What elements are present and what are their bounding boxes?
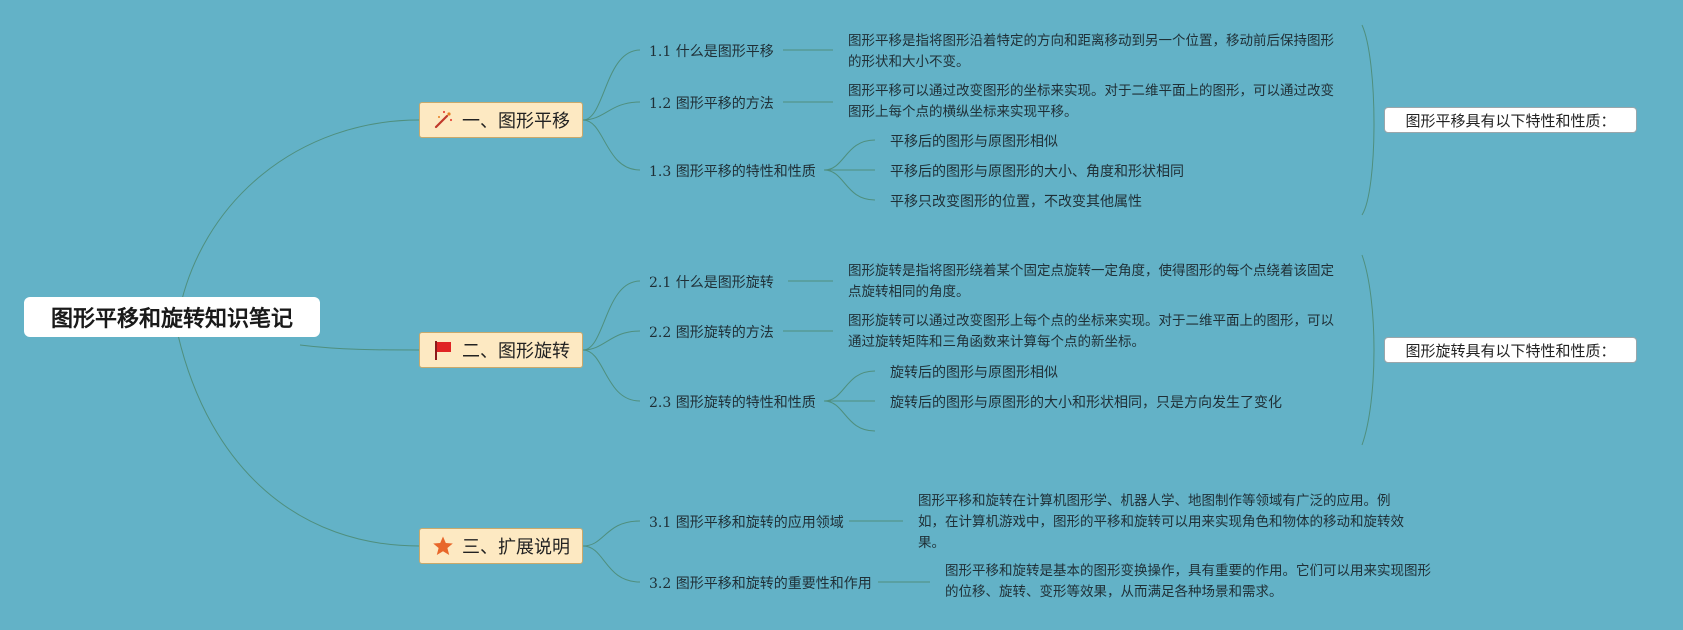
subtopic-2-3[interactable]: 2.3 图形旋转的特性和性质 <box>649 395 816 411</box>
subtopic-2-1-description: 图形旋转是指将图形绕着某个固定点旋转一定角度，使得图形的每个点绕着该固定点旋转相… <box>848 263 1334 300</box>
subtopic-1-3[interactable]: 1.3 图形平移的特性和性质 <box>649 164 816 180</box>
leaf-item[interactable]: 平移后的图形与原图形相似 <box>890 134 1058 150</box>
summary-rotation[interactable]: 图形旋转具有以下特性和性质： <box>1384 337 1637 363</box>
subtopic-1-2-description: 图形平移可以通过改变图形的坐标来实现。对于二维平面上的图形，可以通过改变图形上每… <box>848 83 1334 120</box>
subtopic-3-2[interactable]: 3.2 图形平移和旋转的重要性和作用 <box>649 576 872 592</box>
connector-branch3-sub2 <box>582 545 641 583</box>
branch-label: 二、图形旋转 <box>462 341 570 362</box>
branch-label: 一、图形平移 <box>462 111 570 132</box>
summary-brace-1 <box>1361 24 1375 216</box>
summary-brace-2 <box>1361 254 1375 446</box>
leaf-item[interactable]: 平移只改变图形的位置，不改变其他属性 <box>890 194 1142 210</box>
summary-translation[interactable]: 图形平移具有以下特性和性质： <box>1384 107 1637 133</box>
connector-branch2-sub3 <box>582 349 641 402</box>
connector-branch1-sub1 <box>582 49 641 121</box>
connector-branch1-sub2 <box>582 101 641 121</box>
subtopic-1-2[interactable]: 1.2 图形平移的方法 <box>649 96 774 112</box>
leaf-item[interactable]: 旋转后的图形与原图形的大小和形状相同，只是方向发生了变化 <box>890 395 1282 411</box>
subtopic-2-1[interactable]: 2.1 什么是图形旋转 <box>649 275 774 291</box>
connector-root-branch-3 <box>177 334 420 547</box>
leaf-item[interactable]: 平移后的图形与原图形的大小、角度和形状相同 <box>890 164 1184 180</box>
red-flag-icon <box>432 339 454 361</box>
leaf-item[interactable]: 旋转后的图形与原图形相似 <box>890 365 1058 381</box>
branch-topic-rotation[interactable]: 二、图形旋转 <box>419 332 583 368</box>
subtopic-3-1-description: 图形平移和旋转在计算机图形学、机器人学、地图制作等领域有广泛的应用。例如，在计算… <box>918 493 1404 551</box>
root-topic[interactable]: 图形平移和旋转知识笔记 <box>24 297 320 337</box>
connector-root-branch-2 <box>299 344 420 351</box>
branch-topic-translation[interactable]: 一、图形平移 <box>419 102 583 138</box>
subtopic-2-2[interactable]: 2.2 图形旋转的方法 <box>649 325 774 341</box>
subtopic-1-1-description: 图形平移是指将图形沿着特定的方向和距离移动到另一个位置，移动前后保持图形的形状和… <box>848 33 1334 70</box>
branch-label: 三、扩展说明 <box>462 537 570 558</box>
connector-branch1-sub3 <box>582 119 641 171</box>
connector-branch3-sub1 <box>582 520 641 547</box>
subtopic-3-1[interactable]: 3.1 图形平移和旋转的应用领域 <box>649 515 844 531</box>
connector-branch2-sub2 <box>582 330 641 351</box>
connector-branch2-sub1 <box>582 280 641 351</box>
connector-root-branch-1 <box>177 119 420 318</box>
subtopic-2-2-description: 图形旋转可以通过改变图形上每个点的坐标来实现。对于二维平面上的图形，可以通过旋转… <box>848 313 1334 350</box>
subtopic-1-1[interactable]: 1.1 什么是图形平移 <box>649 44 774 60</box>
branch-topic-extension[interactable]: 三、扩展说明 <box>419 528 583 564</box>
orange-star-icon <box>432 535 454 557</box>
subtopic-3-2-description: 图形平移和旋转是基本的图形变换操作，具有重要的作用。它们可以用来实现图形的位移、… <box>945 563 1431 600</box>
sparkle-wand-icon <box>432 109 454 131</box>
